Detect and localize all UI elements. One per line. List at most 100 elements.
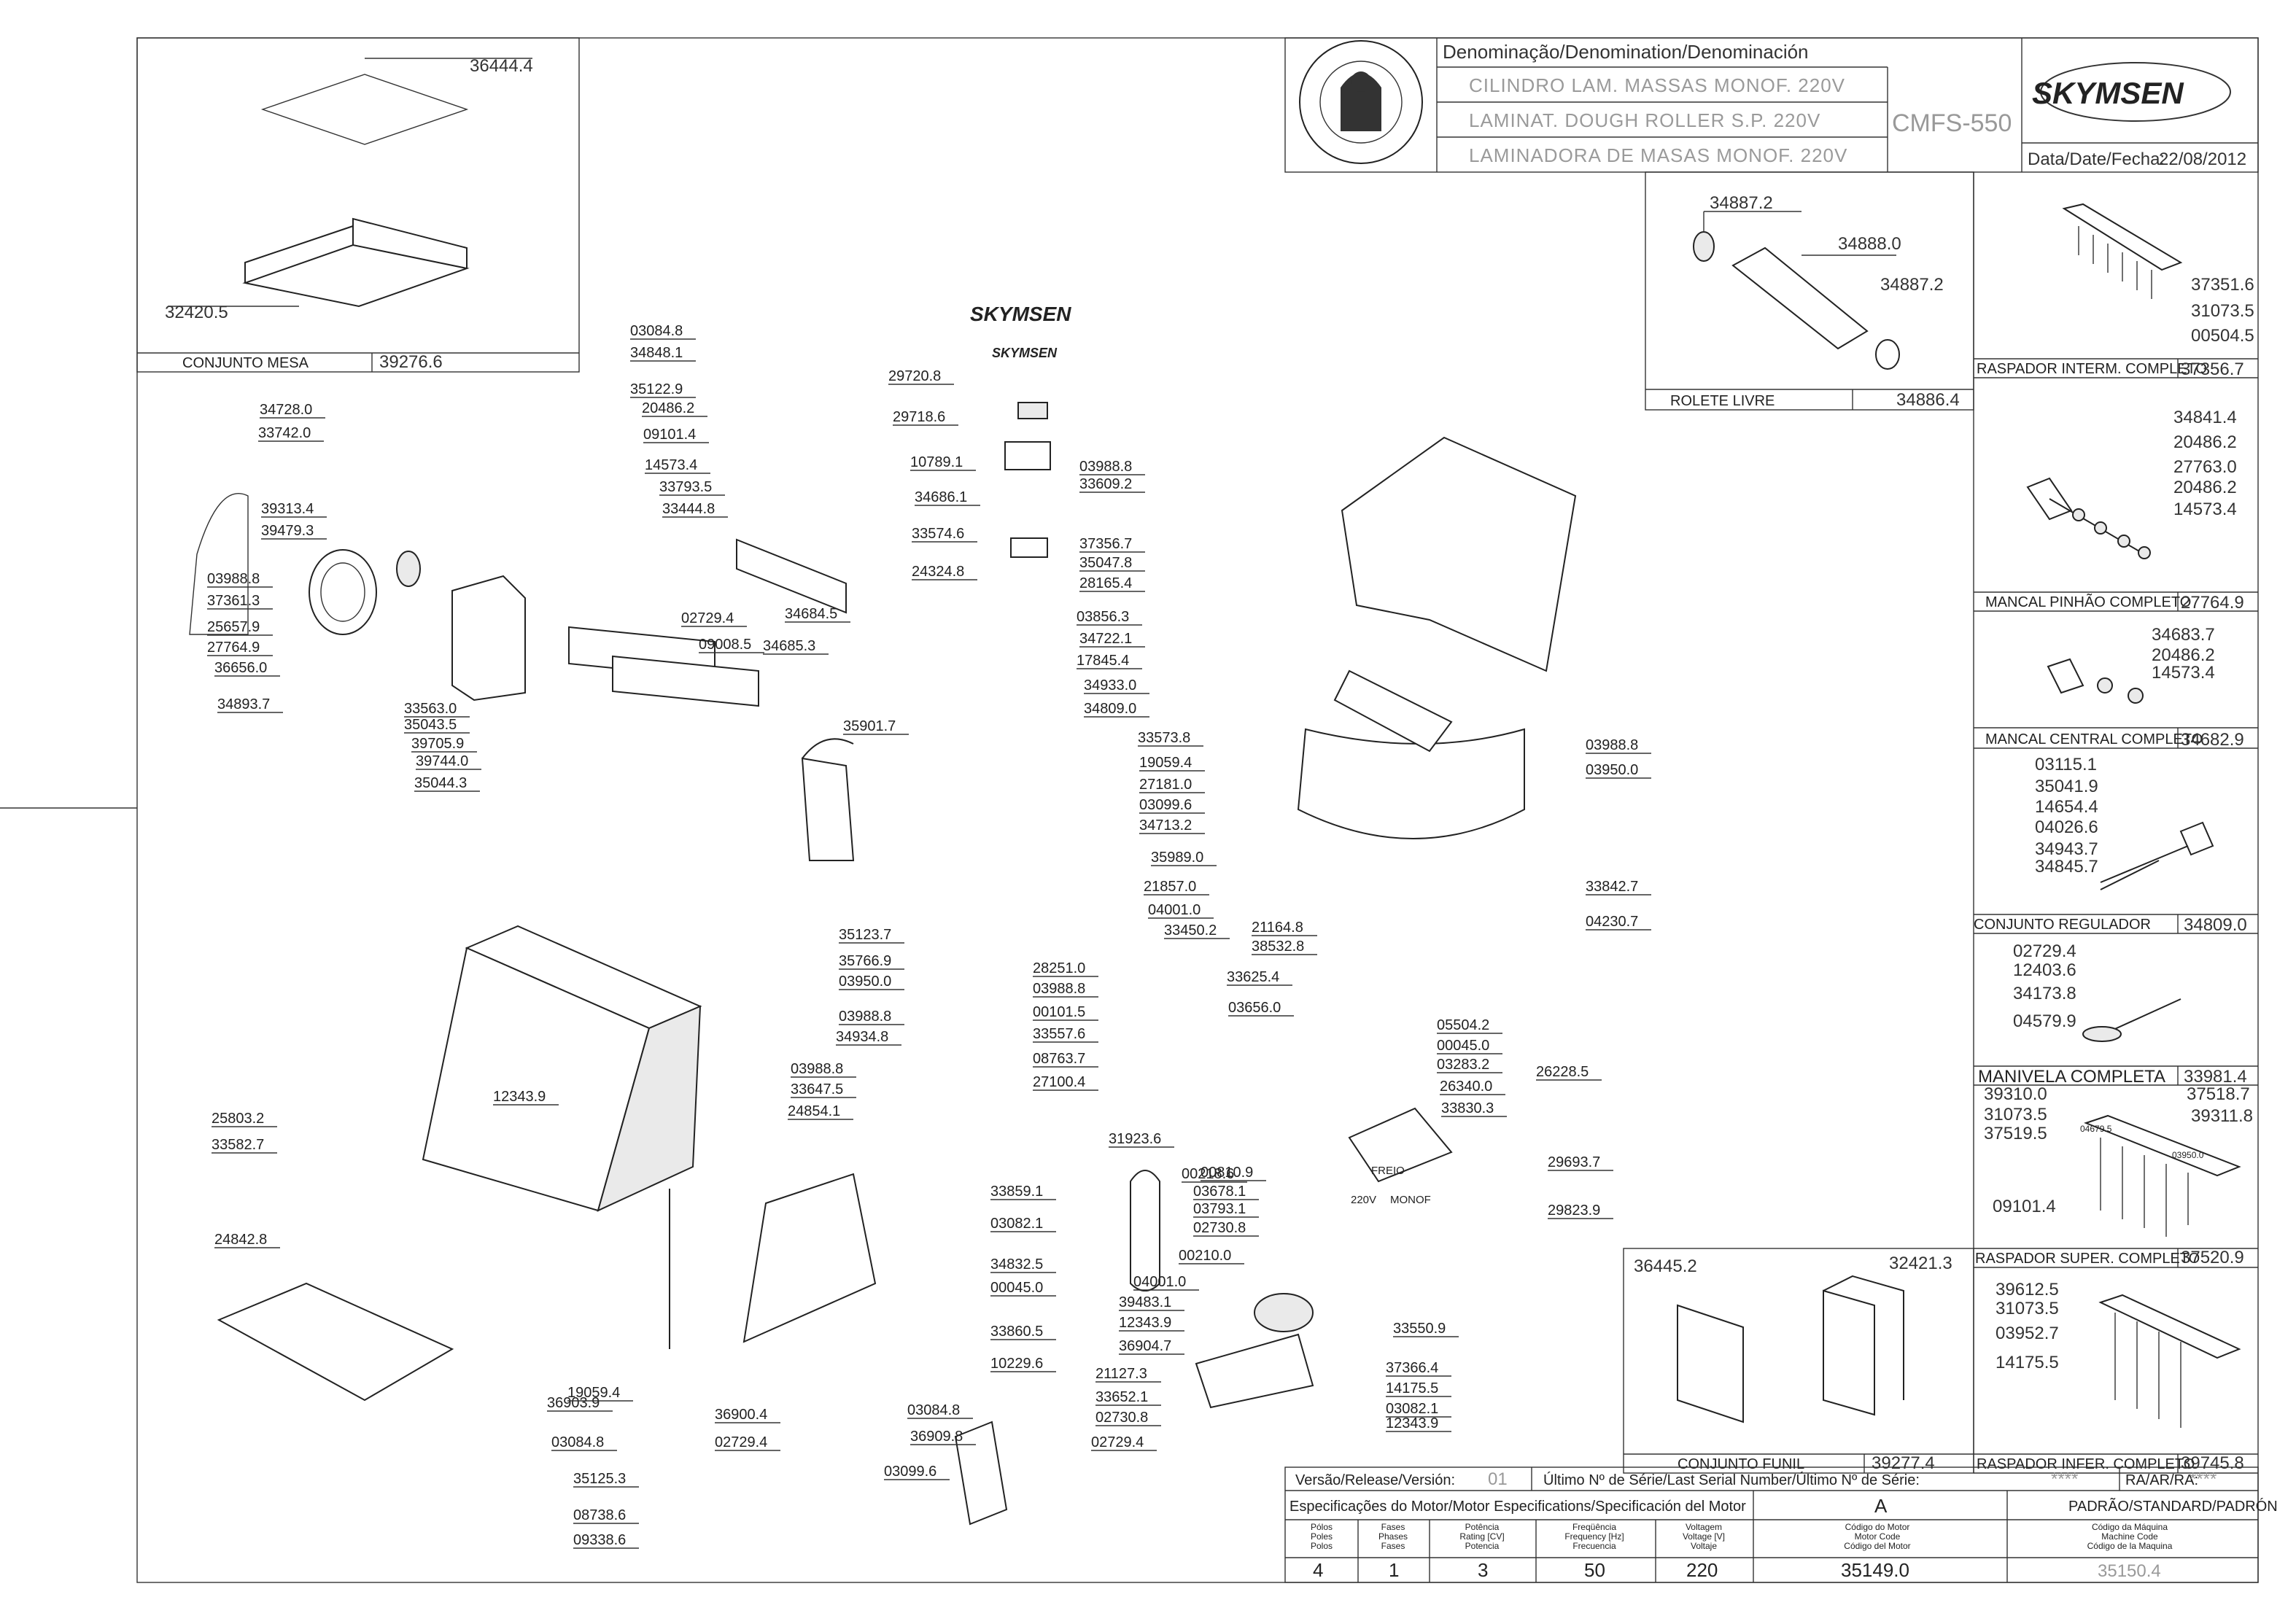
part-number-label: 33450.2 (1164, 922, 1217, 939)
spec-header: Rating [CV] (1459, 1531, 1504, 1542)
box-manivela-completa: 02729.4 12403.6 34173.8 04579.9 MANIVELA… (1974, 941, 2258, 1087)
svg-text:34683.7: 34683.7 (2152, 625, 2215, 645)
part-number-label: 34933.0 (1084, 677, 1136, 693)
svg-text:34845.7: 34845.7 (2035, 857, 2098, 877)
svg-text:37519.5: 37519.5 (1984, 1124, 2047, 1143)
part-number-label: 26340.0 (1440, 1079, 1492, 1095)
part-number-label: 29720.8 (888, 368, 941, 384)
part-number-label: 33625.4 (1227, 969, 1279, 985)
date-value: 22/08/2012 (2159, 149, 2246, 169)
part-number-label: 34713.2 (1139, 817, 1192, 834)
box-code: 39745.8 (2181, 1453, 2244, 1473)
part-number-label: 33609.2 (1079, 476, 1132, 492)
part-number-label: 27764.9 (207, 640, 260, 656)
part-number-label: 33859.1 (990, 1184, 1043, 1200)
part-number-label: 33793.5 (659, 479, 712, 495)
part-number-label: 09101.4 (643, 427, 696, 443)
part-number-label: 33563.0 (404, 701, 457, 717)
part-number-label: 03793.1 (1193, 1201, 1246, 1217)
part-number-label: 03988.8 (1079, 459, 1132, 475)
box-conjunto-mesa: 36444.4 32420.5 CONJUNTO MESA 39276.6 (136, 37, 580, 373)
part-number-label: 35044.3 (414, 775, 467, 791)
box-raspador-infer: 39612.5 31073.5 03952.7 14175.5 RASPADOR… (1974, 1280, 2258, 1474)
svg-text:20486.2: 20486.2 (2152, 645, 2215, 665)
svg-text:36445.2: 36445.2 (1634, 1256, 1697, 1276)
part-number-label: 35043.5 (404, 717, 457, 733)
revision: A (1874, 1495, 1888, 1517)
part-number-label: 00210.0 (1179, 1248, 1231, 1264)
part-number-label: 27100.4 (1033, 1074, 1085, 1090)
box-mancal-central: 34683.7 20486.2 14573.4 MANCAL CENTRAL C… (1974, 625, 2258, 750)
svg-text:03950.0: 03950.0 (2172, 1150, 2204, 1160)
part-number-label: 39479.3 (261, 523, 314, 539)
part-number-label: 09008.5 (699, 637, 751, 653)
part-number-label: 35125.3 (573, 1471, 626, 1487)
part-number-label: 35122.9 (630, 381, 683, 397)
svg-text:20486.2: 20486.2 (2173, 432, 2237, 452)
exploded-drawing: FREIO 220V MONOF SKYMSEN SKYMSEN (189, 303, 1577, 1526)
part-number-label: 14175.5 (1386, 1380, 1438, 1396)
part-number-label: 35989.0 (1151, 850, 1203, 866)
spec-rating: 3 (1478, 1559, 1488, 1581)
svg-text:27763.0: 27763.0 (2173, 457, 2237, 477)
box-mancal-pinhao: 34841.4 20486.2 27763.0 20486.2 14573.4 … (1974, 408, 2258, 613)
date-label: Data/Date/Fecha: (2028, 149, 2165, 169)
svg-text:32420.5: 32420.5 (165, 303, 228, 322)
part-number-label: 35123.7 (839, 927, 891, 943)
part-number-label: 28251.0 (1033, 960, 1085, 976)
part-number-label: 33860.5 (990, 1324, 1043, 1340)
part-number-label: 39313.4 (261, 501, 314, 517)
part-number-label: 21857.0 (1144, 879, 1196, 895)
box-code: 37520.9 (2181, 1248, 2244, 1267)
part-number-label: 34684.5 (785, 606, 837, 622)
part-number-label: 04001.0 (1148, 902, 1201, 918)
box-code: 34809.0 (2184, 915, 2247, 935)
part-number-label: 29823.9 (1548, 1203, 1600, 1219)
part-number-label: 33574.6 (912, 526, 964, 542)
part-number-label: 12343.9 (1386, 1415, 1438, 1431)
part-number-label: 10229.6 (990, 1356, 1043, 1372)
part-number-labels: 03084.834848.135122.920486.209101.414573… (207, 323, 1651, 1549)
motor-voltage-label: 220V (1351, 1194, 1376, 1206)
denomination-header: Denominação/Denomination/Denominación (1443, 41, 1809, 63)
spec-poles: 4 (1313, 1559, 1323, 1581)
part-number-label: 33573.8 (1138, 730, 1190, 746)
name-es: LAMINADORA DE MASAS MONOF. 220V (1469, 144, 1847, 166)
svg-text:39310.0: 39310.0 (1984, 1084, 2047, 1104)
authorized-service-seal (1299, 40, 1423, 164)
spec-header: Voltage [V] (1683, 1531, 1725, 1542)
spec-header: Motor Code (1855, 1531, 1901, 1542)
box-code: 33981.4 (2184, 1067, 2247, 1087)
part-number-label: 34809.0 (1084, 701, 1136, 717)
part-number-label: 38532.8 (1252, 939, 1304, 955)
part-number-label: 10789.1 (910, 454, 963, 470)
box-code: 27764.9 (2181, 593, 2244, 613)
part-number-label: 25657.9 (207, 619, 260, 635)
serial-value: **** (2051, 1469, 2078, 1489)
part-number-label: 19059.4 (1139, 755, 1192, 771)
part-number-label: 03082.1 (990, 1216, 1043, 1232)
version-value: 01 (1488, 1469, 1508, 1489)
spec-header: Potencia (1465, 1541, 1500, 1551)
svg-text:12403.6: 12403.6 (2013, 960, 2076, 980)
part-number-label: 31923.6 (1109, 1131, 1161, 1147)
box-name: RASPADOR INTERM. COMPLETO (1977, 361, 2207, 377)
part-number-label: 24324.8 (912, 564, 964, 580)
svg-text:35041.9: 35041.9 (2035, 777, 2098, 796)
box-name: MANCAL PINHÃO COMPLETO (1985, 593, 2191, 610)
part-number-label: 03084.8 (630, 323, 683, 339)
logo-large: SKYMSEN (970, 303, 1071, 325)
part-number-label: 03988.8 (1033, 981, 1085, 997)
part-number-label: 24842.8 (214, 1232, 267, 1248)
ra-label: RA/AR/RA: (2125, 1472, 2198, 1488)
part-number-label: 36903.9 (547, 1395, 600, 1411)
svg-text:31073.5: 31073.5 (1996, 1299, 2059, 1318)
version-label: Versão/Release/Versión: (1295, 1472, 1455, 1488)
svg-text:37351.6: 37351.6 (2191, 275, 2254, 295)
part-number-label: 35047.8 (1079, 555, 1132, 571)
svg-text:34841.4: 34841.4 (2173, 408, 2237, 427)
svg-text:04579.9: 04579.9 (2013, 1011, 2076, 1031)
part-number-label: 03856.3 (1077, 609, 1129, 625)
spec-header: Poles (1311, 1531, 1333, 1542)
spec-header: Código do Motor (1845, 1522, 1910, 1532)
